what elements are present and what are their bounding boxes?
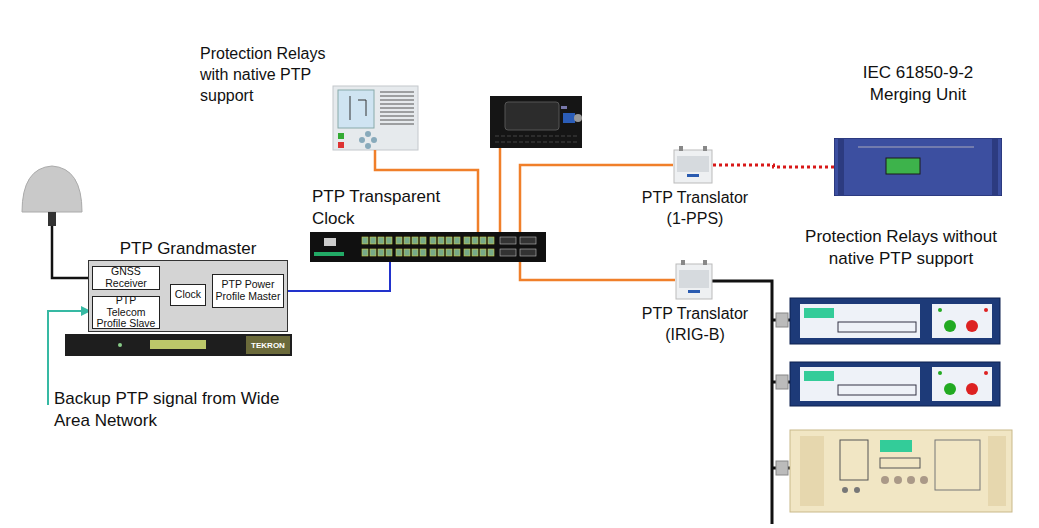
- connector: [520, 262, 675, 280]
- node-label: Clock: [175, 289, 201, 301]
- annotation: Protection Relays with native PTP suppor…: [200, 44, 332, 106]
- annotation: Backup PTP signal from Wide Area Network: [54, 388, 294, 432]
- legacy-relay-2: [790, 362, 1000, 406]
- antenna: [22, 166, 92, 278]
- translator-irig-b: PTP Translator (IRIG-B): [640, 260, 750, 346]
- node-label: PTP Telecom Profile Slave: [95, 295, 157, 330]
- connector: [713, 165, 834, 167]
- brand-label: TEKRON: [246, 340, 290, 352]
- node-label: PTP Translator (IRIG-B): [640, 304, 750, 346]
- node-label: IEC 61850-9-2 Merging Unit: [834, 62, 1002, 106]
- translator-device: [673, 146, 713, 184]
- translator-1pps: PTP Translator (1-PPS): [640, 146, 750, 230]
- native-relay-2: [490, 96, 582, 148]
- node-label: PTP Transparent Clock: [312, 186, 482, 230]
- node-label: PTP Power Profile Master: [215, 279, 281, 302]
- power-profile-master: PTP Power Profile Master: [212, 274, 284, 308]
- node-label: PTP Translator (1-PPS): [640, 188, 750, 230]
- merging-unit: IEC 61850-9-2 Merging Unit: [834, 62, 1002, 196]
- merging-unit-device: [834, 138, 1002, 196]
- grandmaster-rack: [65, 334, 292, 356]
- legacy-relay-3: [790, 430, 1012, 512]
- grandmaster: PTP GrandmasterGNSS ReceiverPTP Telecom …: [88, 238, 288, 332]
- node-label: GNSS Receiver: [95, 266, 157, 289]
- connector: [284, 262, 390, 291]
- annotation: Protection Relays without native PTP sup…: [790, 226, 1012, 270]
- switch-device: [310, 232, 546, 262]
- telecom-slave: PTP Telecom Profile Slave: [92, 296, 160, 329]
- node-label: PTP Grandmaster: [88, 238, 288, 260]
- native-relay-1: [333, 86, 418, 150]
- legacy-relay-1: [790, 298, 1000, 344]
- transparent-clock: PTP Transparent Clock: [310, 186, 546, 264]
- gnss-receiver: GNSS Receiver: [92, 266, 160, 290]
- clock-block: Clock: [170, 284, 206, 306]
- translator-device: [675, 260, 713, 300]
